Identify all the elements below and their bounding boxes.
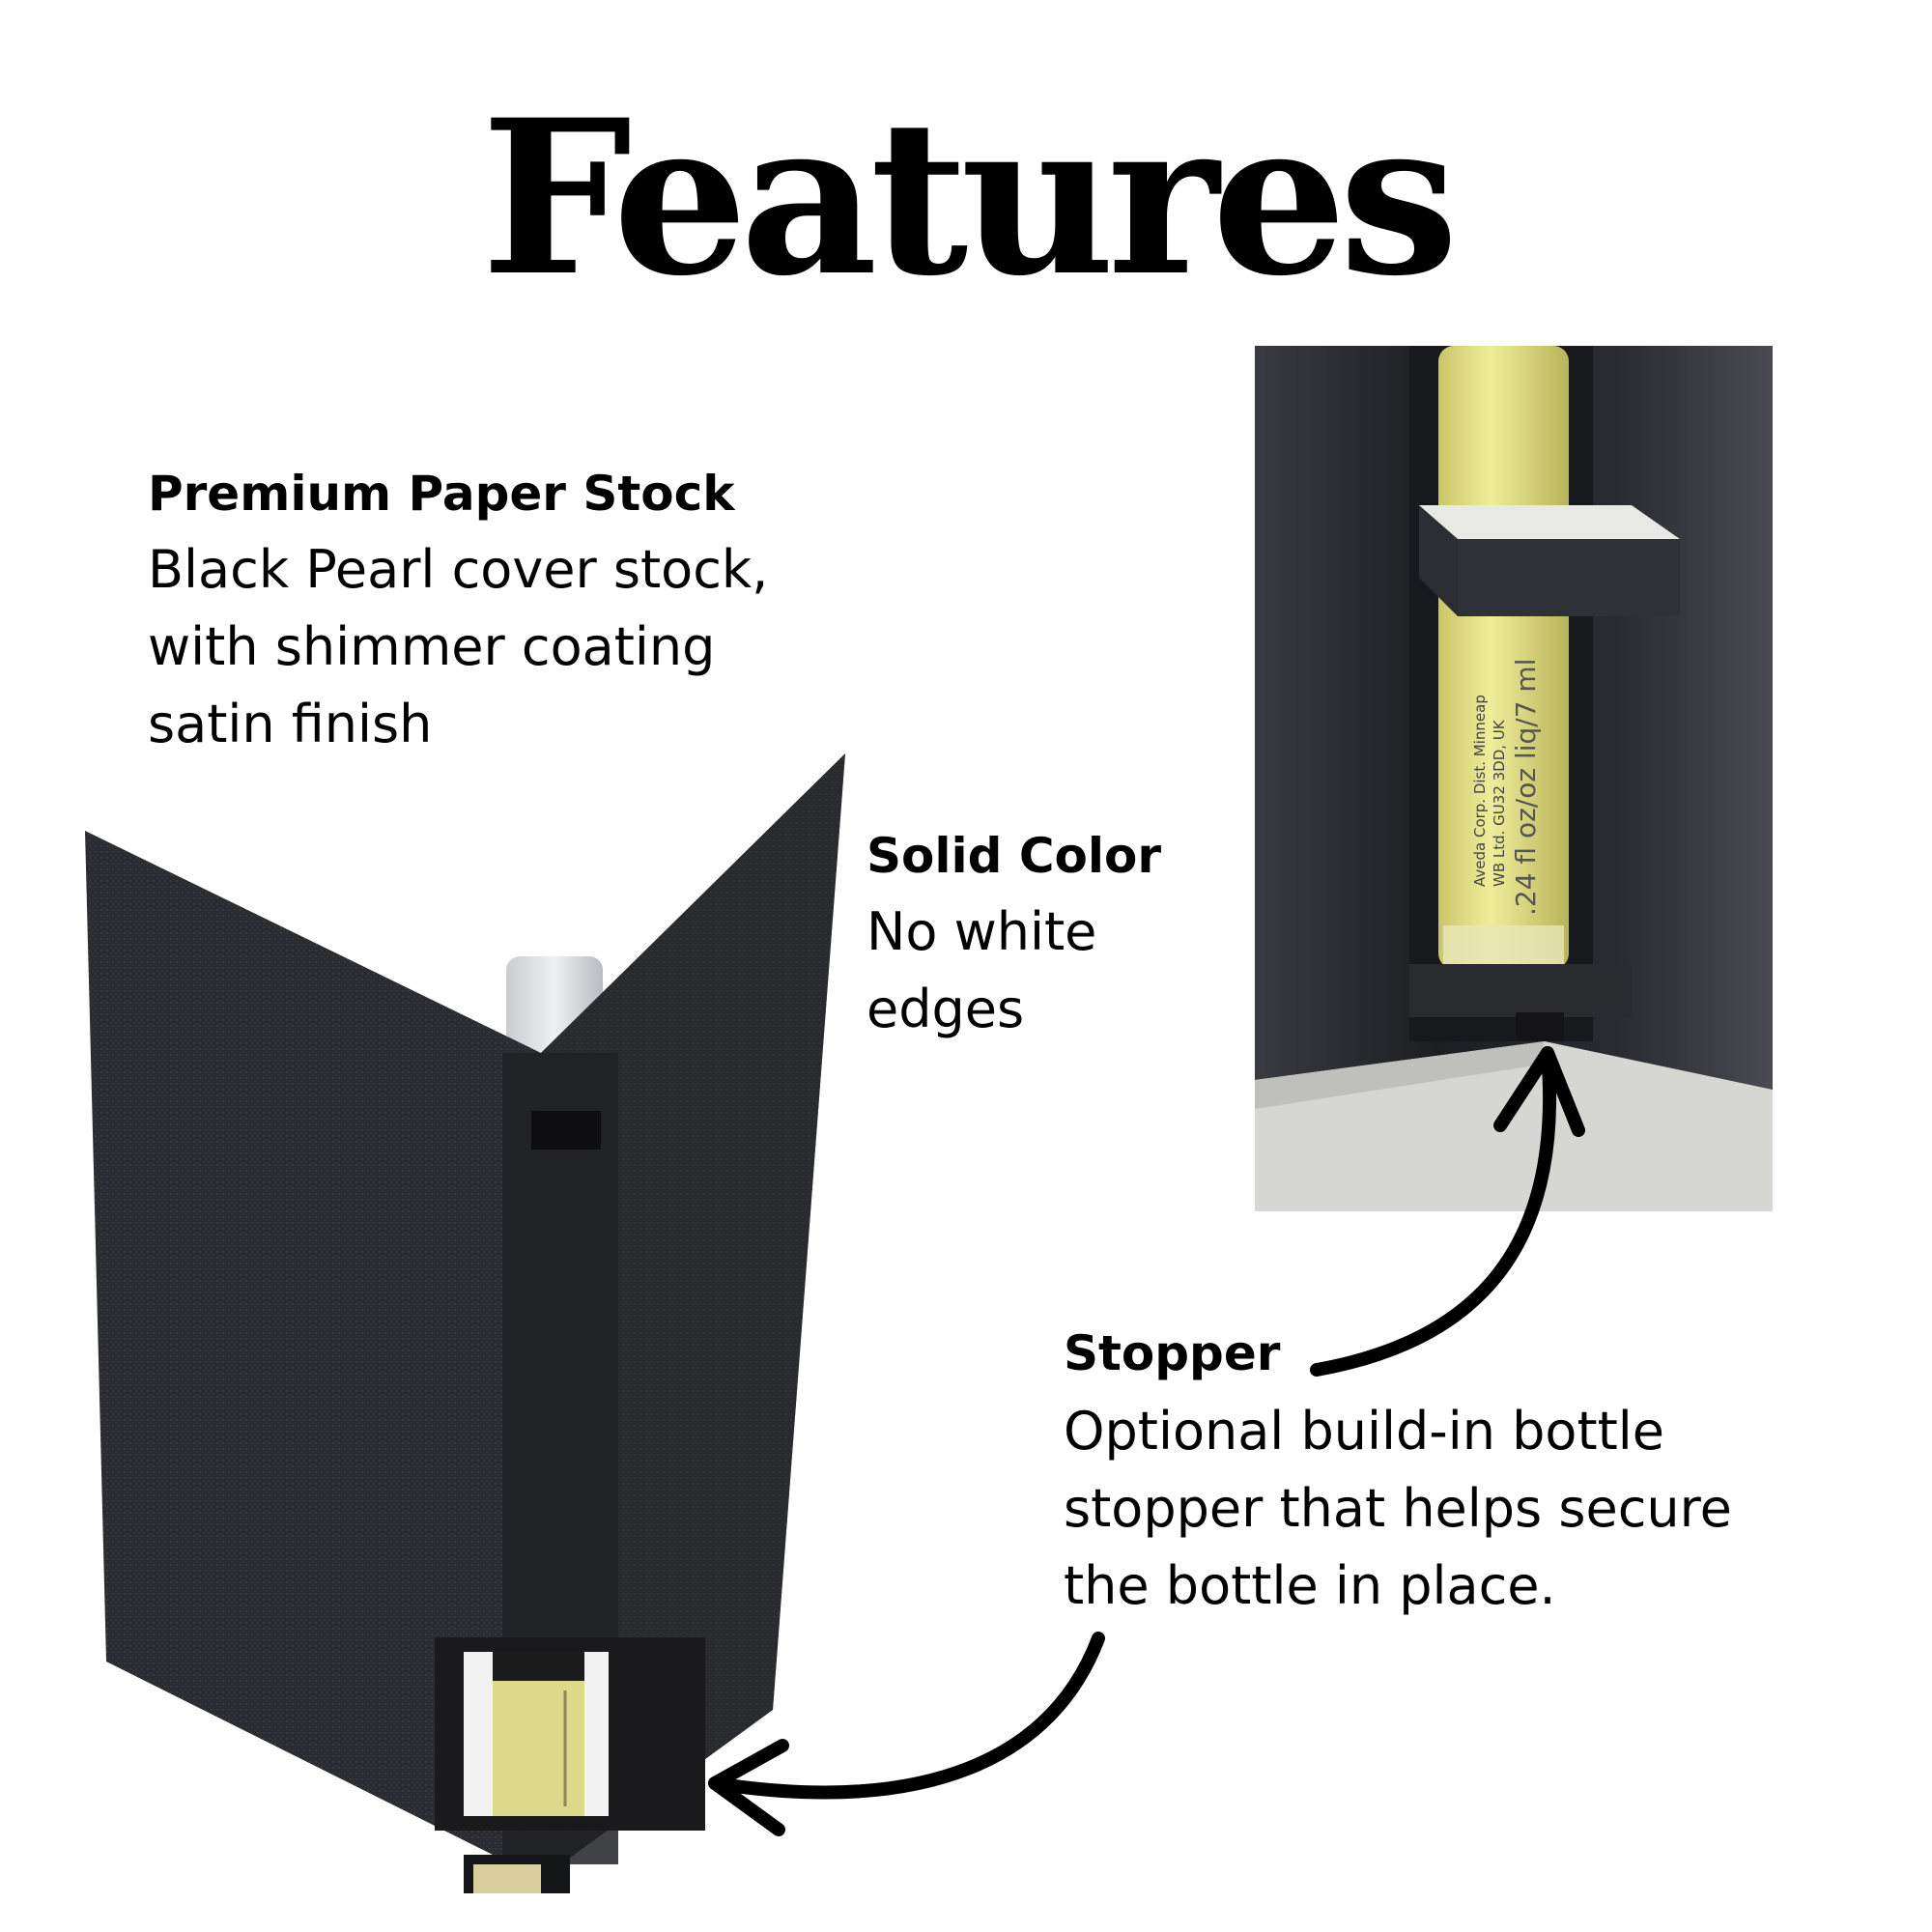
stopper-closeup-photo: Aveda Corp. Dist. Minneap WB Ltd. GU32 3…	[1255, 346, 1773, 1211]
feature-heading: Stopper	[1064, 1325, 1281, 1381]
page-title: Features	[481, 72, 1459, 323]
feature-paper-stock: Premium Paper Stock Black Pearl cover st…	[148, 464, 768, 763]
bottle-label-line: WB Ltd. GU32 3DD, UK	[1491, 719, 1508, 887]
feature-text-line: stopper that helps secure	[1064, 1478, 1732, 1539]
feature-text-line: Black Pearl cover stock,	[148, 539, 769, 600]
feature-text-line: edges	[867, 979, 1025, 1039]
feature-text-line: Optional build-in bottle	[1064, 1401, 1665, 1462]
feature-heading: Premium Paper Stock	[148, 466, 735, 522]
feature-text-line: the bottle in place.	[1064, 1555, 1556, 1616]
feature-stopper: Stopper Optional build-in bottle stopper…	[1064, 1323, 1732, 1625]
feature-heading: Solid Color	[867, 828, 1162, 884]
card-holder-photo	[85, 753, 845, 1893]
bottle-volume-label: .24 fl oz/oz liq/7 ml	[1510, 659, 1542, 917]
bottle-label-line: Aveda Corp. Dist. Minneap	[1471, 695, 1489, 887]
feature-text-line: No white	[867, 901, 1097, 962]
feature-text-line: with shimmer coating	[148, 616, 716, 677]
feature-solid-color: Solid Color No white edges	[867, 826, 1161, 1048]
feature-text-line: satin finish	[148, 694, 433, 754]
